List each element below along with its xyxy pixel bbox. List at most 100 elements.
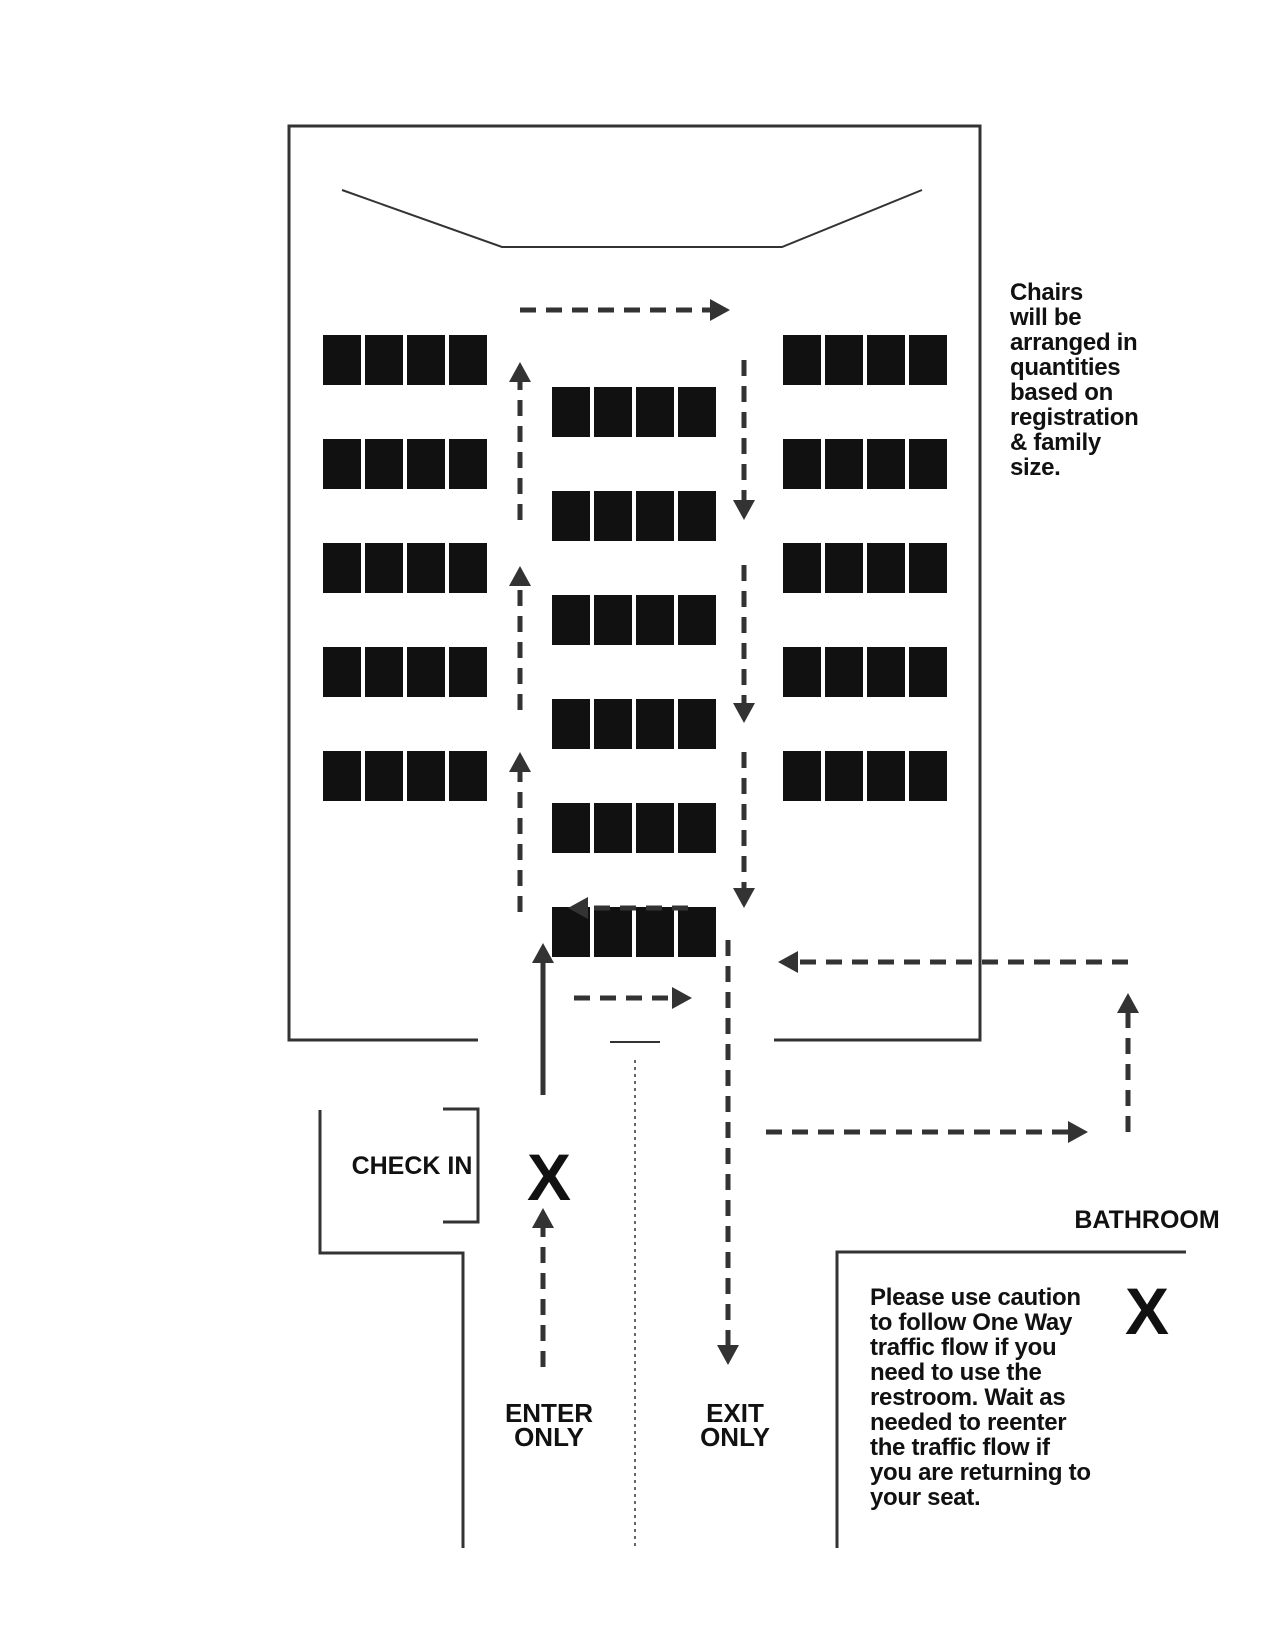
flow-arrow-icon-exit-down xyxy=(717,940,739,1365)
chair xyxy=(407,751,445,801)
chair-row-left xyxy=(323,647,487,697)
chair xyxy=(867,439,905,489)
chair xyxy=(552,595,590,645)
chair-row-right xyxy=(783,439,947,489)
chair xyxy=(449,751,487,801)
chair xyxy=(323,335,361,385)
chair xyxy=(449,647,487,697)
chair-row-left xyxy=(323,543,487,593)
checkin-desk-bracket xyxy=(443,1107,480,1224)
arrow-head-icon xyxy=(1117,993,1139,1013)
chair xyxy=(825,647,863,697)
flow-arrow-icon-right-doorway xyxy=(574,987,692,1009)
chairs xyxy=(323,335,947,957)
chair xyxy=(636,803,674,853)
chairs-note-line: Chairs xyxy=(1010,279,1083,306)
chair-row-left xyxy=(323,439,487,489)
arrow-head-icon xyxy=(733,500,755,520)
flow-arrow-icon-bathroom-up xyxy=(1117,993,1139,1132)
flow-arrow-icon-return-left xyxy=(778,951,1128,973)
chairs-note-line: size. xyxy=(1010,454,1061,481)
check-in-label: CHECK IN xyxy=(352,1152,473,1180)
chair xyxy=(407,647,445,697)
chair xyxy=(867,751,905,801)
chair xyxy=(365,751,403,801)
bathroom-x-marker-icon: X xyxy=(1125,1274,1169,1348)
chair xyxy=(323,439,361,489)
chair xyxy=(636,491,674,541)
enter-only-label-line1: ENTER xyxy=(505,1398,593,1428)
chair xyxy=(909,647,947,697)
chair-row-right xyxy=(783,335,947,385)
chair xyxy=(552,491,590,541)
stage-outline xyxy=(341,189,923,248)
chair xyxy=(678,907,716,957)
restroom-caution-note: Please use caution to follow One Way tra… xyxy=(870,1285,1091,1510)
arrow-head-icon xyxy=(733,888,755,908)
chair-row-center xyxy=(552,387,716,437)
chair xyxy=(678,595,716,645)
caution-note-line: you are returning to xyxy=(870,1459,1091,1486)
flow-arrow-icon-top xyxy=(520,299,730,321)
check-in-x-marker-icon: X xyxy=(527,1140,571,1214)
caution-note-line: the traffic flow if xyxy=(870,1434,1050,1461)
flow-arrow-icon-enter-up xyxy=(532,1208,554,1367)
flow-arrow-icon-left-bottom xyxy=(568,897,688,919)
chairs-note-line: registration xyxy=(1010,404,1139,431)
arrow-head-icon xyxy=(710,299,730,321)
chair xyxy=(594,491,632,541)
arrow-head-icon xyxy=(509,362,531,382)
chairs-arrangement-note: Chairs will be arranged in quantities ba… xyxy=(1010,279,1139,481)
caution-note-line: to follow One Way xyxy=(870,1309,1073,1336)
chairs-note-line: & family xyxy=(1010,429,1101,456)
chair xyxy=(365,647,403,697)
flow-arrow-icon-enter-solid xyxy=(532,943,554,1095)
chair xyxy=(678,803,716,853)
chair xyxy=(365,543,403,593)
chair-row-left xyxy=(323,335,487,385)
chair xyxy=(825,751,863,801)
exit-only-label-line1: EXIT xyxy=(706,1398,764,1428)
flow-arrow-icon-down-right-2 xyxy=(733,565,755,723)
chair xyxy=(867,647,905,697)
chair-row-center xyxy=(552,907,716,957)
arrow-head-icon xyxy=(509,752,531,772)
arrow-head-icon xyxy=(509,566,531,586)
chair xyxy=(783,543,821,593)
chair-row-right xyxy=(783,751,947,801)
chair-row-center xyxy=(552,595,716,645)
flow-arrow-icon-up-left-3 xyxy=(509,752,531,912)
chair xyxy=(909,335,947,385)
chair-row-center xyxy=(552,491,716,541)
chair xyxy=(825,439,863,489)
flow-arrow-icon-up-left-1 xyxy=(509,362,531,520)
arrow-head-icon xyxy=(672,987,692,1009)
chair xyxy=(783,647,821,697)
chair xyxy=(909,439,947,489)
traffic-flow-arrows xyxy=(509,299,1139,1367)
chair xyxy=(594,595,632,645)
chair xyxy=(636,595,674,645)
chair-row-right xyxy=(783,543,947,593)
chair xyxy=(783,439,821,489)
chair xyxy=(783,751,821,801)
room-outline-wall xyxy=(287,124,982,1042)
chair xyxy=(365,439,403,489)
chair xyxy=(867,335,905,385)
chair xyxy=(909,543,947,593)
enter-only-label-line2: ONLY xyxy=(514,1422,584,1452)
chair xyxy=(636,907,674,957)
chair xyxy=(636,699,674,749)
chair xyxy=(552,803,590,853)
chair xyxy=(825,335,863,385)
caution-note-line: restroom. Wait as xyxy=(870,1384,1066,1411)
chair xyxy=(323,751,361,801)
chair xyxy=(678,699,716,749)
chair xyxy=(594,387,632,437)
arrow-head-icon xyxy=(568,897,588,919)
bathroom-label: BATHROOM xyxy=(1074,1206,1219,1234)
chair xyxy=(594,803,632,853)
chair xyxy=(867,543,905,593)
chair xyxy=(594,699,632,749)
